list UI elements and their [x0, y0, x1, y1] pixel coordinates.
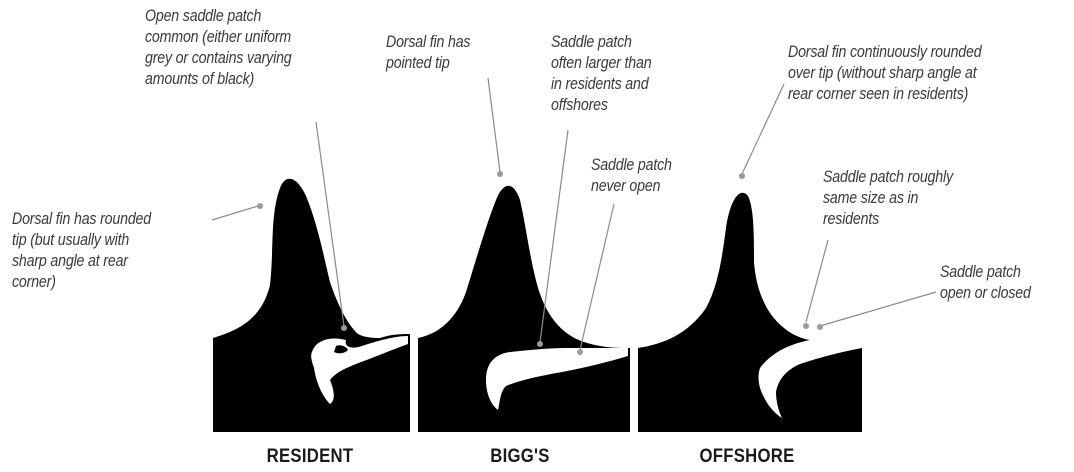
leader-offshore-dorsal	[742, 84, 784, 174]
note-biggs-saddle-large: Saddle patch often larger than in reside…	[551, 32, 651, 116]
dot-biggs-dorsal	[497, 171, 503, 177]
note-biggs-dorsal: Dorsal fin has pointed tip	[386, 32, 470, 74]
note-biggs-saddle-never: Saddle patch never open	[591, 155, 672, 197]
note-resident-dorsal: Dorsal fin has rounded tip (but usually …	[12, 209, 151, 293]
leader-resident-dorsal	[212, 206, 258, 220]
leader-biggs-saddle-large	[540, 130, 568, 342]
leader-biggs-dorsal	[488, 78, 500, 172]
dot-biggs-saddle-large	[537, 341, 543, 347]
note-offshore-saddle-size: Saddle patch roughly same size as in res…	[823, 167, 953, 230]
dot-resident-dorsal	[257, 203, 263, 209]
resident-body-silhouette	[213, 179, 410, 432]
biggs-fin	[418, 186, 630, 432]
note-offshore-dorsal: Dorsal fin continuously rounded over tip…	[788, 42, 981, 105]
resident-fin	[213, 179, 410, 432]
dot-offshore-saddle-open	[817, 324, 823, 330]
caption-biggs: BIGG'S	[432, 446, 608, 468]
leader-offshore-saddle-size	[806, 240, 828, 322]
leader-biggs-saddle-never	[580, 204, 614, 350]
dot-offshore-dorsal	[739, 173, 745, 179]
note-offshore-saddle-open: Saddle patch open or closed	[940, 262, 1031, 304]
note-resident-saddle: Open saddle patch common (either uniform…	[145, 6, 292, 90]
dot-resident-saddle	[341, 325, 347, 331]
dot-offshore-saddle-size	[803, 323, 809, 329]
dot-biggs-saddle-never	[577, 349, 583, 355]
caption-offshore: OFFSHORE	[659, 446, 835, 468]
leader-offshore-saddle-open	[820, 292, 936, 326]
caption-resident: RESIDENT	[222, 446, 398, 468]
biggs-body-silhouette	[418, 186, 630, 432]
